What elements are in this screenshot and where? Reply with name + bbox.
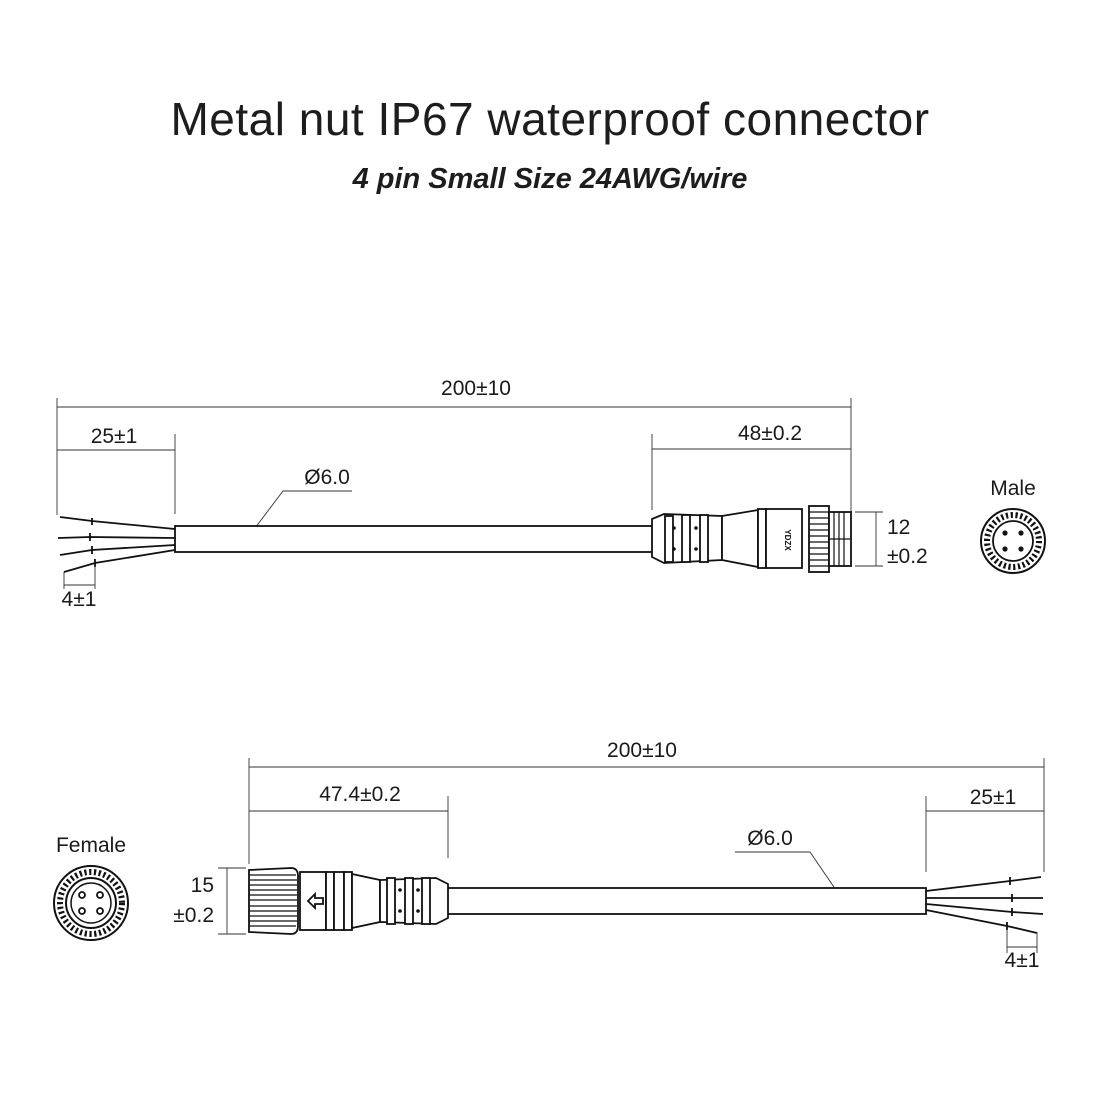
female-wire-end-label: 4±1: [1005, 949, 1040, 972]
female-connector-body: [248, 867, 449, 935]
female-connector-length-dimension: 47.4±0.2: [249, 783, 449, 858]
male-face-view: Male: [980, 477, 1046, 574]
male-connector-body: YDZX: [651, 505, 852, 573]
male-cable-diameter-label: Ø6.0: [304, 466, 350, 489]
female-stripped-wires: [925, 876, 1044, 934]
male-strip-length-dimension: 25±1: [57, 425, 176, 514]
female-socket: [96, 891, 104, 899]
female-total-length-label: 200±10: [607, 739, 677, 762]
male-wire-end-label: 4±1: [62, 588, 97, 611]
page-title: Metal nut IP67 waterproof connector: [170, 93, 930, 145]
male-pin: [1002, 546, 1008, 552]
female-cable-diameter-label: Ø6.0: [747, 827, 793, 850]
male-cable-assembly: 200±10 25±1 48±0.2 Ø6.0: [56, 377, 928, 611]
female-height-dimension: 15 ±0.2: [173, 867, 246, 935]
male-strip-length-label: 25±1: [91, 425, 138, 448]
female-height-label-b: ±0.2: [173, 904, 214, 927]
female-knurled-nut: [248, 867, 299, 935]
male-pin: [1002, 530, 1008, 536]
female-face-view: Female: [53, 834, 129, 941]
male-label: Male: [990, 477, 1036, 500]
female-strip-length-label: 25±1: [970, 786, 1017, 809]
female-socket: [78, 891, 86, 899]
female-connector-length-label: 47.4±0.2: [319, 783, 401, 806]
female-label: Female: [56, 834, 126, 857]
male-connector-length-label: 48±0.2: [738, 422, 802, 445]
male-brand-mark: YDZX: [783, 529, 792, 551]
female-height-label-a: 15: [191, 874, 214, 897]
male-cable-jacket: [174, 525, 658, 553]
male-pin: [1018, 546, 1024, 552]
male-stripped-wires: [57, 516, 176, 573]
page-subtitle: 4 pin Small Size 24AWG/wire: [352, 163, 748, 195]
male-height-dimension: 12 ±0.2: [855, 511, 928, 568]
arrow-left-icon: [306, 891, 324, 911]
female-socket: [96, 907, 104, 915]
male-knurled-nut: [808, 505, 830, 573]
female-cable-assembly: 200±10 47.4±0.2 25±1 Ø6.0: [173, 739, 1045, 972]
male-connector-length-dimension: 48±0.2: [651, 422, 851, 510]
female-strip-length-dimension: 25±1: [925, 786, 1044, 872]
male-height-label-a: 12: [887, 516, 910, 539]
male-total-length-dimension: 200±10: [56, 377, 852, 515]
female-wire-end-dimension: 4±1: [1005, 929, 1040, 972]
male-height-label-b: ±0.2: [887, 545, 928, 568]
female-socket: [78, 907, 86, 915]
male-pin: [1018, 530, 1024, 536]
male-cable-diameter-callout: Ø6.0: [251, 466, 352, 533]
male-total-length-label: 200±10: [441, 377, 511, 400]
female-cable-diameter-callout: Ø6.0: [735, 827, 839, 894]
male-wire-end-dimension: 4±1: [62, 566, 97, 611]
female-cable-jacket: [445, 887, 927, 915]
